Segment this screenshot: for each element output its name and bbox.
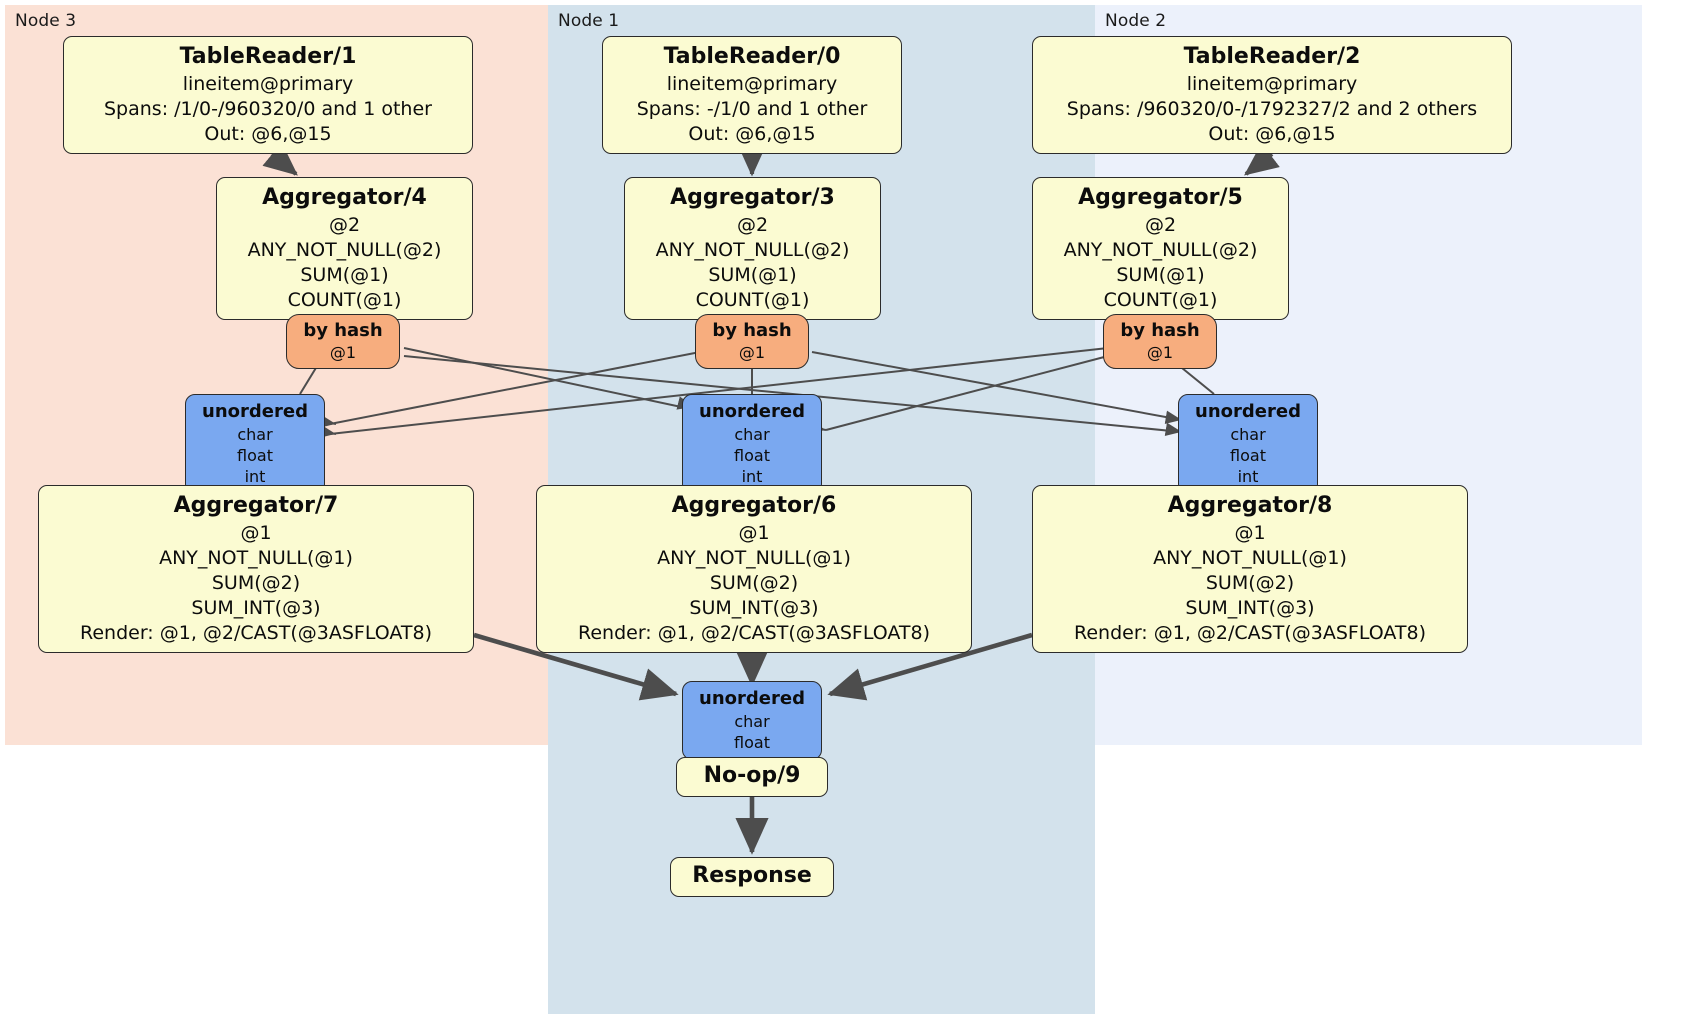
processor-line: Spans: -/1/0 and 1 other	[636, 98, 868, 120]
processor-line: Out: @6,@15	[1208, 123, 1336, 145]
synchronizer-unordered-node3[interactable]: unordered char float int	[185, 394, 325, 494]
processor-line: Render: @1, @2/CAST(@3ASFLOAT8)	[80, 622, 432, 644]
processor-line: Spans: /1/0-/960320/0 and 1 other	[104, 98, 432, 120]
processor-response[interactable]: Response	[670, 857, 834, 897]
processor-title: No-op/9	[703, 763, 801, 788]
node-region-label-node3: Node 3	[15, 11, 77, 31]
processor-line: @1	[240, 522, 272, 544]
processor-line: lineitem@primary	[1186, 73, 1358, 95]
processor-line: SUM(@2)	[1205, 572, 1295, 594]
processor-line: SUM(@1)	[708, 264, 797, 286]
processor-line: SUM(@2)	[709, 572, 799, 594]
processor-line: COUNT(@1)	[1103, 289, 1218, 311]
processor-aggregator-3[interactable]: Aggregator/3 @2 ANY_NOT_NULL(@2) SUM(@1)…	[624, 177, 881, 320]
processor-title: Response	[692, 863, 812, 888]
router-title: by hash	[303, 320, 383, 341]
processor-title: TableReader/0	[663, 44, 841, 69]
synchronizer-unordered-node2[interactable]: unordered char float int	[1178, 394, 1318, 494]
processor-aggregator-6[interactable]: Aggregator/6 @1 ANY_NOT_NULL(@1) SUM(@2)…	[536, 485, 972, 653]
synchronizer-line: int	[1237, 467, 1259, 486]
synchronizer-line: int	[244, 467, 266, 486]
processor-line: SUM(@1)	[1116, 264, 1205, 286]
synchronizer-line: char	[237, 425, 273, 444]
processor-line: @2	[1144, 214, 1177, 236]
processor-title: TableReader/1	[179, 44, 357, 69]
processor-line: SUM_INT(@3)	[1185, 597, 1315, 619]
processor-aggregator-4[interactable]: Aggregator/4 @2 ANY_NOT_NULL(@2) SUM(@1)…	[216, 177, 473, 320]
processor-line: ANY_NOT_NULL(@1)	[159, 547, 353, 569]
processor-table-reader-2[interactable]: TableReader/2 lineitem@primary Spans: /9…	[1032, 36, 1512, 154]
processor-line: Render: @1, @2/CAST(@3ASFLOAT8)	[578, 622, 930, 644]
processor-aggregator-8[interactable]: Aggregator/8 @1 ANY_NOT_NULL(@1) SUM(@2)…	[1032, 485, 1468, 653]
processor-line: Render: @1, @2/CAST(@3ASFLOAT8)	[1074, 622, 1426, 644]
processor-line: COUNT(@1)	[695, 289, 810, 311]
processor-line: @2	[328, 214, 361, 236]
synchronizer-title: unordered	[699, 401, 805, 422]
processor-line: SUM(@2)	[211, 572, 301, 594]
router-line: @1	[329, 343, 357, 362]
processor-line: Out: @6,@15	[204, 123, 332, 145]
processor-table-reader-1[interactable]: TableReader/1 lineitem@primary Spans: /1…	[63, 36, 473, 154]
synchronizer-title: unordered	[1195, 401, 1301, 422]
synchronizer-unordered-node1[interactable]: unordered char float int	[682, 394, 822, 494]
processor-line: lineitem@primary	[666, 73, 838, 95]
router-line: @1	[738, 343, 766, 362]
processor-line: SUM_INT(@3)	[191, 597, 321, 619]
synchronizer-title: unordered	[202, 401, 308, 422]
synchronizer-line: float	[1230, 446, 1266, 465]
processor-title: Aggregator/6	[671, 493, 837, 518]
synchronizer-line: float	[734, 733, 770, 752]
processor-title: Aggregator/5	[1078, 185, 1243, 210]
processor-line: SUM(@1)	[300, 264, 389, 286]
synchronizer-line: int	[741, 467, 763, 486]
processor-line: Out: @6,@15	[688, 123, 816, 145]
processor-title: Aggregator/7	[173, 493, 339, 518]
synchronizer-line: char	[1230, 425, 1266, 444]
processor-title: TableReader/2	[1183, 44, 1361, 69]
synchronizer-unordered-final[interactable]: unordered char float	[682, 681, 822, 760]
processor-line: ANY_NOT_NULL(@2)	[1063, 239, 1258, 261]
synchronizer-line: char	[734, 712, 770, 731]
node-region-label-node2: Node 2	[1105, 11, 1167, 31]
synchronizer-line: float	[237, 446, 273, 465]
processor-aggregator-7[interactable]: Aggregator/7 @1 ANY_NOT_NULL(@1) SUM(@2)…	[38, 485, 474, 653]
synchronizer-title: unordered	[699, 688, 805, 709]
processor-line: @2	[736, 214, 769, 236]
router-title: by hash	[1120, 320, 1200, 341]
processor-aggregator-5[interactable]: Aggregator/5 @2 ANY_NOT_NULL(@2) SUM(@1)…	[1032, 177, 1289, 320]
processor-line: ANY_NOT_NULL(@2)	[247, 239, 442, 261]
processor-line: COUNT(@1)	[287, 289, 402, 311]
processor-line: ANY_NOT_NULL(@1)	[657, 547, 851, 569]
processor-line: Spans: /960320/0-/1792327/2 and 2 others	[1066, 98, 1478, 120]
processor-noop-9[interactable]: No-op/9	[676, 757, 828, 797]
processor-title: Aggregator/8	[1167, 493, 1333, 518]
router-by-hash-node2[interactable]: by hash @1	[1103, 314, 1217, 369]
processor-line: ANY_NOT_NULL(@2)	[655, 239, 850, 261]
processor-line: SUM_INT(@3)	[689, 597, 819, 619]
router-by-hash-node3[interactable]: by hash @1	[286, 314, 400, 369]
processor-line: @1	[1234, 522, 1266, 544]
processor-title: Aggregator/4	[262, 185, 427, 210]
processor-title: Aggregator/3	[670, 185, 835, 210]
router-line: @1	[1146, 343, 1174, 362]
processor-table-reader-0[interactable]: TableReader/0 lineitem@primary Spans: -/…	[602, 36, 902, 154]
processor-line: @1	[738, 522, 770, 544]
processor-line: ANY_NOT_NULL(@1)	[1153, 547, 1347, 569]
synchronizer-line: char	[734, 425, 770, 444]
processor-line: lineitem@primary	[182, 73, 354, 95]
router-by-hash-node1[interactable]: by hash @1	[695, 314, 809, 369]
node-region-label-node1: Node 1	[558, 11, 620, 31]
router-title: by hash	[712, 320, 792, 341]
synchronizer-line: float	[734, 446, 770, 465]
